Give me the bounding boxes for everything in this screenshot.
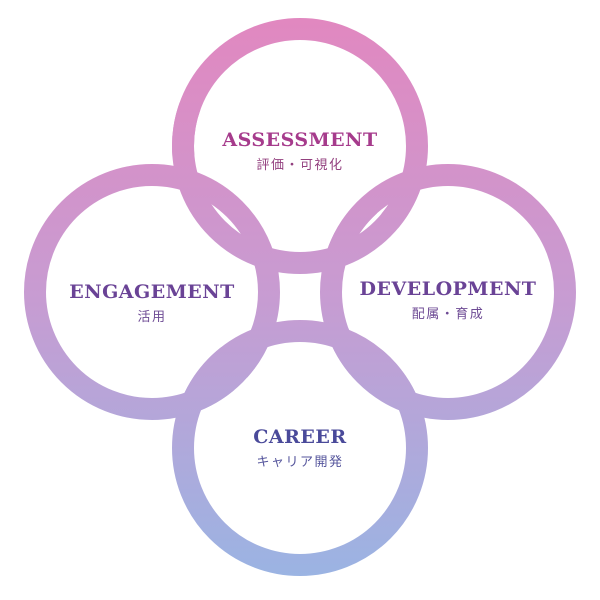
node-engagement-subtitle: 活用 <box>137 310 167 325</box>
weave-right-over-top <box>327 196 378 257</box>
node-assessment-subtitle: 評価・可視化 <box>256 158 344 173</box>
ring-weave-overlaps <box>172 102 421 413</box>
weave-left-over-bottom <box>230 327 273 378</box>
weave-bottom-over-right <box>367 349 417 404</box>
ring-engagement <box>24 164 280 420</box>
node-engagement: ENGAGEMENT 活用 <box>42 280 262 327</box>
weave-bottom-over-left <box>183 347 235 404</box>
node-assessment-title: ASSESSMENT <box>222 129 378 151</box>
node-career: CAREER キャリア開発 <box>190 425 410 472</box>
weave-left-over-top <box>187 372 235 413</box>
weave-top-over-left <box>172 102 201 158</box>
node-engagement-title: ENGAGEMENT <box>69 281 235 303</box>
node-development-title: DEVELOPMENT <box>359 278 537 300</box>
ring-career <box>172 320 428 576</box>
node-development-subtitle: 配属・育成 <box>411 307 485 322</box>
node-career-subtitle: キャリア開発 <box>256 455 344 470</box>
weave-top-over-right <box>380 181 421 229</box>
weave-right-over-bottom <box>327 327 368 375</box>
node-career-title: CAREER <box>253 426 347 448</box>
node-assessment: ASSESSMENT 評価・可視化 <box>190 128 410 175</box>
node-development: DEVELOPMENT 配属・育成 <box>338 277 558 324</box>
ring-development <box>320 164 576 420</box>
